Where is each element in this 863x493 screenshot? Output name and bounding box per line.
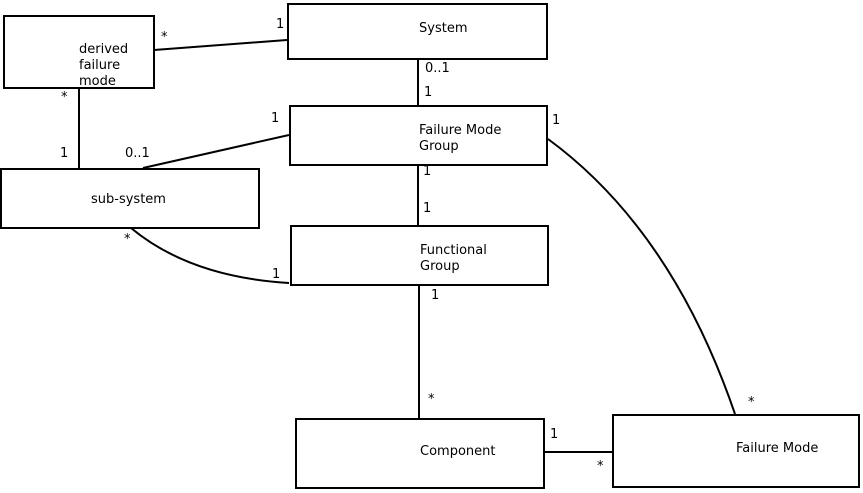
node-system: System bbox=[287, 3, 548, 60]
edge-functional-group-sub-system bbox=[130, 227, 290, 284]
node-failure-mode-group-label: Failure Mode Group bbox=[419, 123, 502, 154]
node-sub-system-label: sub-system bbox=[91, 192, 166, 207]
multiplicity-component-end: 1 bbox=[550, 427, 559, 442]
multiplicity-sub-system-end: * bbox=[124, 232, 131, 247]
multiplicity-failure-mode-group-end: 1 bbox=[552, 113, 561, 128]
node-functional-group-label: Functional Group bbox=[420, 243, 487, 274]
node-failure-mode-group: Failure Mode Group bbox=[289, 105, 548, 166]
multiplicity-failure-mode-group-end: 1 bbox=[424, 85, 433, 100]
multiplicity-system-end: 0..1 bbox=[425, 61, 450, 76]
multiplicity-failure-mode-end: * bbox=[748, 395, 755, 410]
node-failure-mode-label: Failure Mode bbox=[736, 441, 819, 456]
multiplicity-failure-mode-group-end: 1 bbox=[271, 111, 280, 126]
node-derived-failure-mode: derived failure mode bbox=[3, 15, 155, 89]
node-sub-system: sub-system bbox=[0, 168, 260, 229]
multiplicity-functional-group-end: 1 bbox=[423, 201, 432, 216]
multiplicity-component-end: * bbox=[428, 392, 435, 407]
multiplicity-derived-failure-mode-end: * bbox=[61, 90, 68, 105]
multiplicity-sub-system-end: 0..1 bbox=[125, 146, 150, 161]
node-functional-group: Functional Group bbox=[290, 225, 549, 286]
node-component: Component bbox=[295, 418, 545, 489]
multiplicity-failure-mode-end: * bbox=[597, 459, 604, 474]
edge-failure-mode-group-failure-mode bbox=[547, 138, 736, 415]
edge-system-derived-failure-mode bbox=[153, 39, 288, 51]
multiplicity-failure-mode-group-end: 1 bbox=[423, 164, 432, 179]
edge-failure-mode-group-sub-system bbox=[142, 134, 290, 169]
node-component-label: Component bbox=[420, 444, 496, 459]
multiplicity-derived-failure-mode-end: * bbox=[161, 30, 168, 45]
node-derived-failure-mode-label: derived failure mode bbox=[79, 42, 129, 89]
multiplicity-functional-group-end: 1 bbox=[272, 267, 281, 282]
multiplicity-functional-group-end: 1 bbox=[431, 288, 440, 303]
node-failure-mode: Failure Mode bbox=[612, 414, 860, 488]
node-system-label: System bbox=[419, 21, 468, 36]
multiplicity-system-end: 1 bbox=[276, 17, 285, 32]
multiplicity-sub-system-end: 1 bbox=[60, 146, 69, 161]
